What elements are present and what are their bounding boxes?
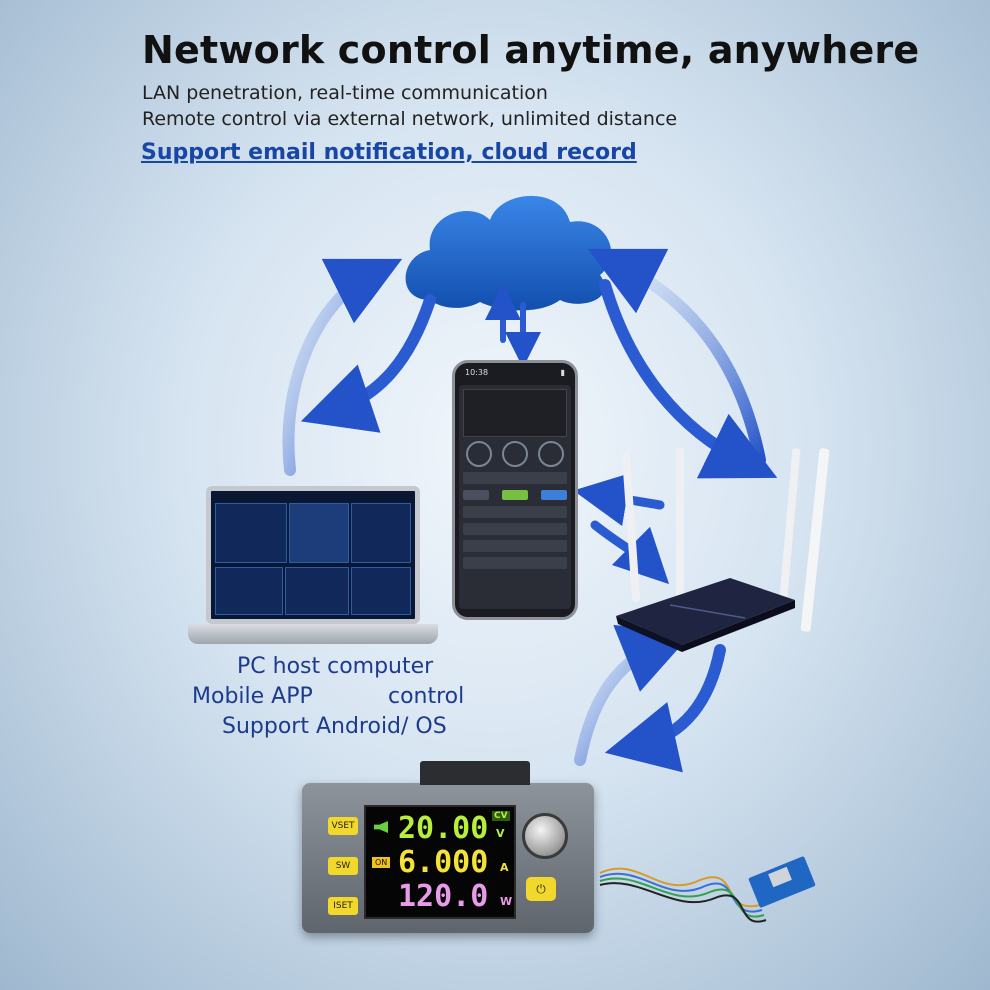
phone-setting-row [463, 523, 567, 535]
phone-dials [461, 441, 569, 467]
subtitle-lan: LAN penetration, real-time communication [142, 82, 548, 104]
wifi-module [599, 856, 816, 923]
power-supply-module: VSET SW ISET ON 20.00 CV V 6.000 A 120.0… [302, 761, 594, 933]
page-headline: Network control anytime, anywhere [142, 28, 920, 72]
laptop-image-pane [289, 503, 349, 563]
cloud-icon [405, 195, 612, 311]
caption-support-os: Support Android/ OS [222, 714, 447, 739]
laptop-dial-pane [285, 567, 349, 615]
laptop-chart-pane [215, 503, 287, 563]
cv-mode-badge: CV [492, 811, 510, 821]
phone-app-screen [459, 385, 571, 609]
power-button[interactable]: ⏻ [526, 877, 556, 901]
phone-chart [463, 389, 567, 437]
phone-dial [466, 441, 492, 467]
smartphone: 10:38 ▮ [452, 360, 578, 620]
email-cloud-link[interactable]: Support email notification, cloud record [141, 140, 637, 165]
speaker-icon [374, 821, 388, 833]
laptop-settings-pane [215, 567, 283, 615]
phone-dial [538, 441, 564, 467]
laptop-value-pane [351, 503, 411, 563]
phone-battery-icon: ▮ [560, 368, 565, 377]
phone-buttons [463, 490, 567, 500]
phone-setting-row [463, 472, 567, 484]
power-unit: W [500, 895, 513, 908]
caption-mobile-app: Mobile APP [192, 684, 313, 709]
psu-keys: VSET SW ISET [328, 817, 358, 937]
wifi-router [616, 448, 830, 652]
caption-control: control [388, 684, 465, 709]
iset-button[interactable]: ISET [328, 897, 358, 915]
phone-dial [502, 441, 528, 467]
phone-setting-row [463, 506, 567, 518]
laptop-base [188, 624, 438, 644]
current-readout: 6.000 [398, 845, 489, 880]
cooling-fan [420, 761, 530, 785]
voltage-readout: 20.00 [398, 811, 489, 846]
power-readout: 120.0 [398, 879, 489, 914]
psu-display: ON 20.00 CV V 6.000 A 120.0 W [364, 805, 516, 919]
voltage-unit: V [496, 827, 505, 840]
subtitle-remote: Remote control via external network, unl… [142, 108, 678, 130]
output-status-badge: ON [372, 857, 391, 868]
vset-button[interactable]: VSET [328, 817, 358, 835]
laptop-screen [206, 486, 420, 624]
sw-button[interactable]: SW [328, 857, 358, 875]
encoder-knob[interactable] [522, 813, 568, 859]
caption-pc-host: PC host computer [237, 654, 434, 679]
current-unit: A [500, 861, 509, 874]
phone-setting-row [463, 557, 567, 569]
phone-time: 10:38 [465, 368, 489, 377]
phone-setting-row [463, 540, 567, 552]
laptop-slider-pane [351, 567, 411, 615]
